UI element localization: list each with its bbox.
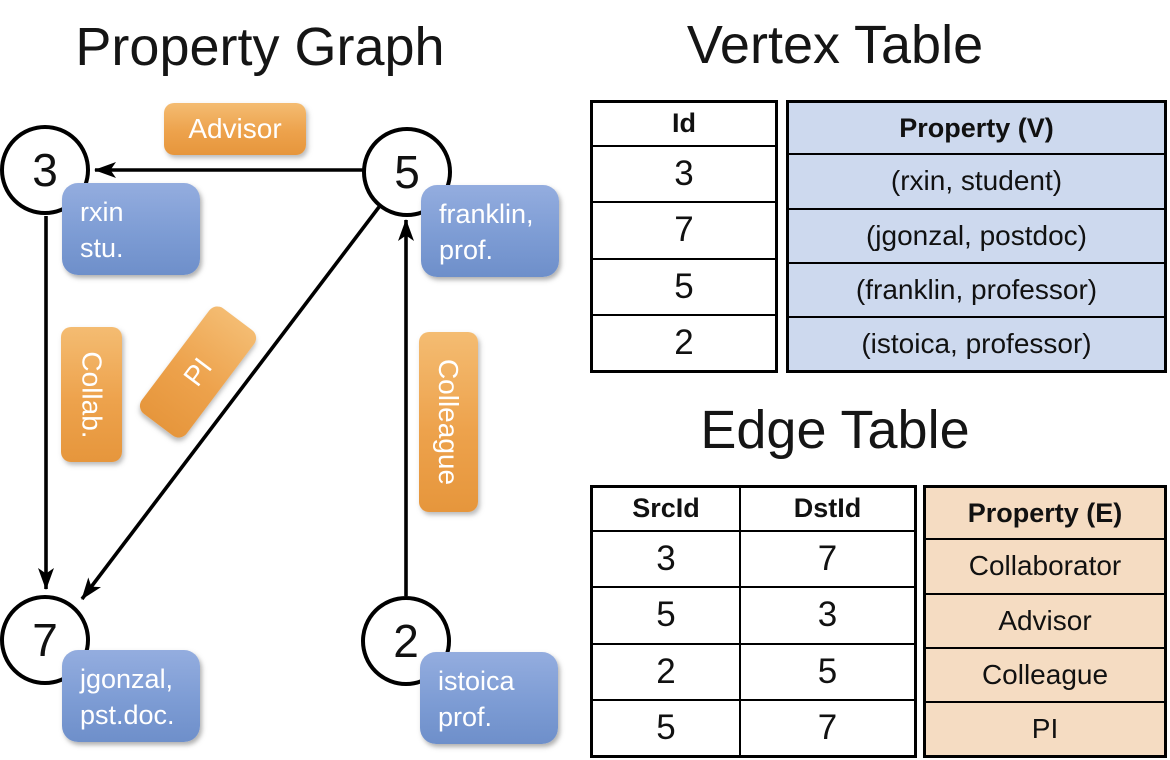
edge-label-text: Colleague — [433, 358, 465, 486]
edge-table-property-header: Property (E) — [967, 497, 1123, 528]
vertex-table-id-cell: 3 — [593, 144, 775, 203]
graph-edges-canvas — [38, 162, 414, 601]
vertex-table-property-header: Property (V) — [899, 112, 1054, 143]
edge-table-srcid-cell: 2 — [593, 642, 740, 700]
vertex-property-box-jgonzal: jgonzal, pst.doc. — [62, 650, 200, 742]
edge-label-text: PI — [177, 351, 218, 392]
vertex-table-id-header: Id — [672, 108, 696, 139]
vertex-property-box-istoica: istoica prof. — [420, 652, 558, 744]
property-line: pst.doc. — [80, 699, 175, 730]
property-line: rxin — [80, 197, 124, 227]
edge-table-dstid-cell: 7 — [739, 529, 914, 588]
vertex-table-property-cell: (istoica, professor) — [789, 316, 1164, 370]
vertex-table-property-cell: (rxin, student) — [789, 153, 1164, 209]
edge-table-dstid-cell: 5 — [739, 642, 914, 700]
edge-table-property-cell: Colleague — [926, 646, 1164, 703]
edge-table-property-cell: Collaborator — [926, 538, 1164, 594]
edge-pi-5-to-7 — [80, 205, 381, 601]
edge-label-colleague: Colleague — [419, 332, 478, 512]
edge-label-advisor: Advisor — [164, 103, 306, 155]
edge-table-srcid-cell: 5 — [593, 586, 740, 644]
node-id-label: 7 — [32, 614, 58, 666]
vertex-table-id-column: Id 3 7 5 2 — [590, 100, 778, 373]
property-line: franklin, — [439, 199, 534, 229]
edge-label-text: Advisor — [188, 113, 282, 144]
property-line: istoica — [438, 666, 515, 696]
vertex-table-id-cell: 2 — [593, 313, 775, 370]
node-id-label: 5 — [394, 146, 420, 198]
property-line: prof. — [439, 234, 494, 265]
edge-table-srcid-cell: 5 — [593, 698, 740, 755]
edge-table-srcid-cell: 3 — [593, 529, 740, 588]
vertex-table-id-cell: 5 — [593, 257, 775, 315]
edge-label-text: Collab. — [76, 350, 108, 439]
property-line: prof. — [438, 701, 493, 732]
node-id-label: 2 — [393, 615, 419, 667]
vertex-table-property-column: Property (V) (rxin, student) (jgonzal, p… — [786, 100, 1167, 373]
property-line: jgonzal, — [80, 664, 174, 694]
edge-table-srcid-header: SrcId — [632, 493, 700, 524]
edge-label-collab: Collab. — [61, 327, 122, 462]
vertex-table-title: Vertex Table — [686, 15, 984, 75]
property-line: stu. — [80, 232, 124, 263]
edge-table-property-cell: PI — [926, 701, 1164, 755]
edge-table-dstid-header: DstId — [739, 488, 914, 531]
vertex-table-id-cell: 7 — [593, 201, 775, 259]
property-graph-title: Property Graph — [75, 17, 445, 77]
vertex-table-property-cell: (jgonzal, postdoc) — [789, 207, 1164, 263]
graph-node-5: 5 — [362, 127, 452, 217]
edge-table-id-columns: SrcId DstId 3 7 5 3 2 5 5 7 — [590, 485, 917, 758]
edge-table-dstid-cell: 7 — [739, 698, 914, 755]
edge-table-title: Edge Table — [700, 400, 970, 460]
edge-table-dstid-cell: 3 — [739, 586, 914, 644]
edge-table-property-column: Property (E) Collaborator Advisor Collea… — [923, 485, 1167, 758]
vertex-property-box-rxin: rxin stu. — [62, 183, 200, 275]
vertex-property-box-franklin: franklin, prof. — [421, 185, 559, 277]
vertex-table-property-cell: (franklin, professor) — [789, 261, 1164, 318]
edge-table-property-cell: Advisor — [926, 592, 1164, 648]
graph-node-2: 2 — [361, 596, 451, 686]
node-id-label: 3 — [32, 144, 58, 196]
